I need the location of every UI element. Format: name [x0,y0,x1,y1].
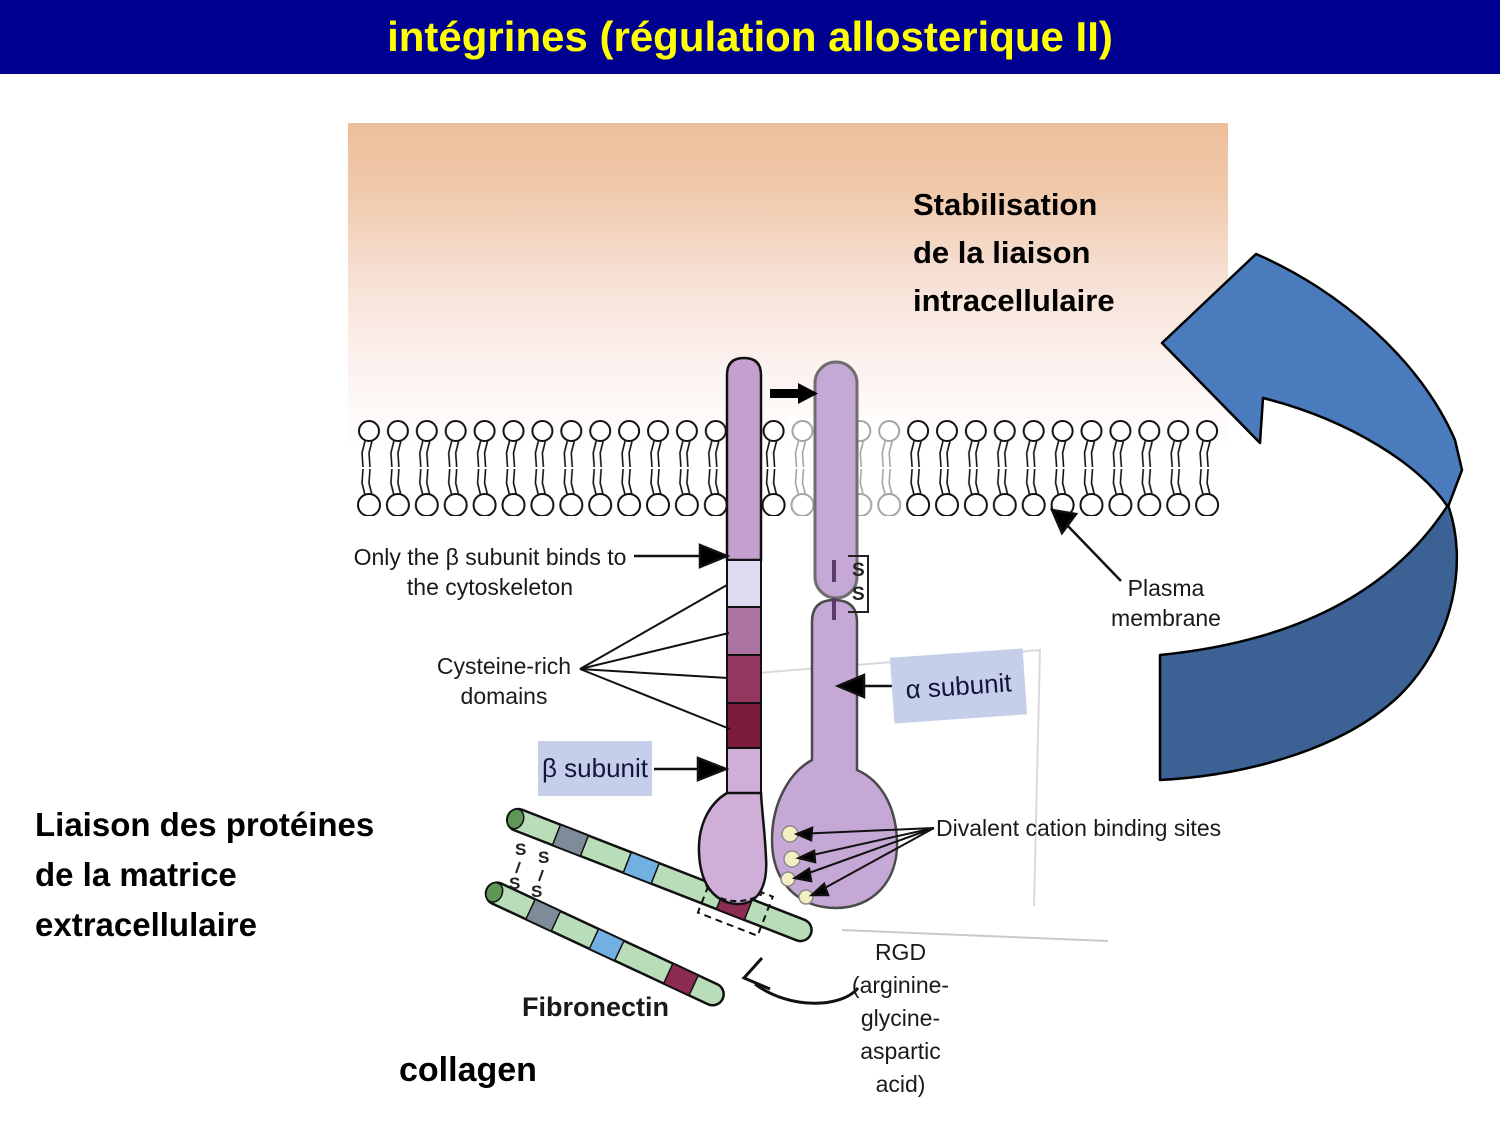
plasma-membrane-label: Plasma membrane [1111,575,1221,631]
rgd-hook-arrow [741,956,860,1005]
annotation-arrows [579,508,1122,897]
s-letter-fn-1: S [515,840,527,859]
collagen-label: collagen [399,1051,537,1089]
beta-subunit-shape [697,356,768,906]
s-letter-fn-3: S [538,848,550,867]
stabilisation-note: Stabilisation de la liaison intracellula… [913,187,1115,318]
rgd-label: RGD (arginine- glycine- aspartic acid) [851,939,950,1097]
disulfide-bracket [848,555,869,613]
cysteine-label: Cysteine-rich domains [436,653,572,709]
rgd-dashed-box [696,872,775,938]
alpha-subunit-box: α subunit [889,648,1028,724]
s-letter-fn-4: S [531,882,543,901]
shift-arrow [770,383,818,404]
fibronectin-rod-lower [484,881,725,1007]
fibronectin-disulfide-bonds [515,861,544,882]
s-letter-alpha-2: S [852,584,865,605]
figure-background [348,123,1228,1113]
fibronectin-label: Fibronectin [522,992,669,1022]
s-letter-alpha-1: S [852,560,865,581]
s-letter-fn-2: S [509,874,521,893]
divalent-cation-label: Divalent cation binding sites [936,815,1222,841]
slide-header: intégrines (régulation allosterique II) [0,0,1500,74]
slide-title: intégrines (régulation allosterique II) [387,13,1113,60]
only-beta-label: Only the β subunit binds to the cytoskel… [353,544,627,600]
liaison-note: Liaison des protéines de la matrice extr… [35,806,375,943]
beta-subunit-box: β subunit [538,741,652,796]
divalent-cation-sites [780,825,814,905]
blue-curved-arrow [1158,252,1464,782]
